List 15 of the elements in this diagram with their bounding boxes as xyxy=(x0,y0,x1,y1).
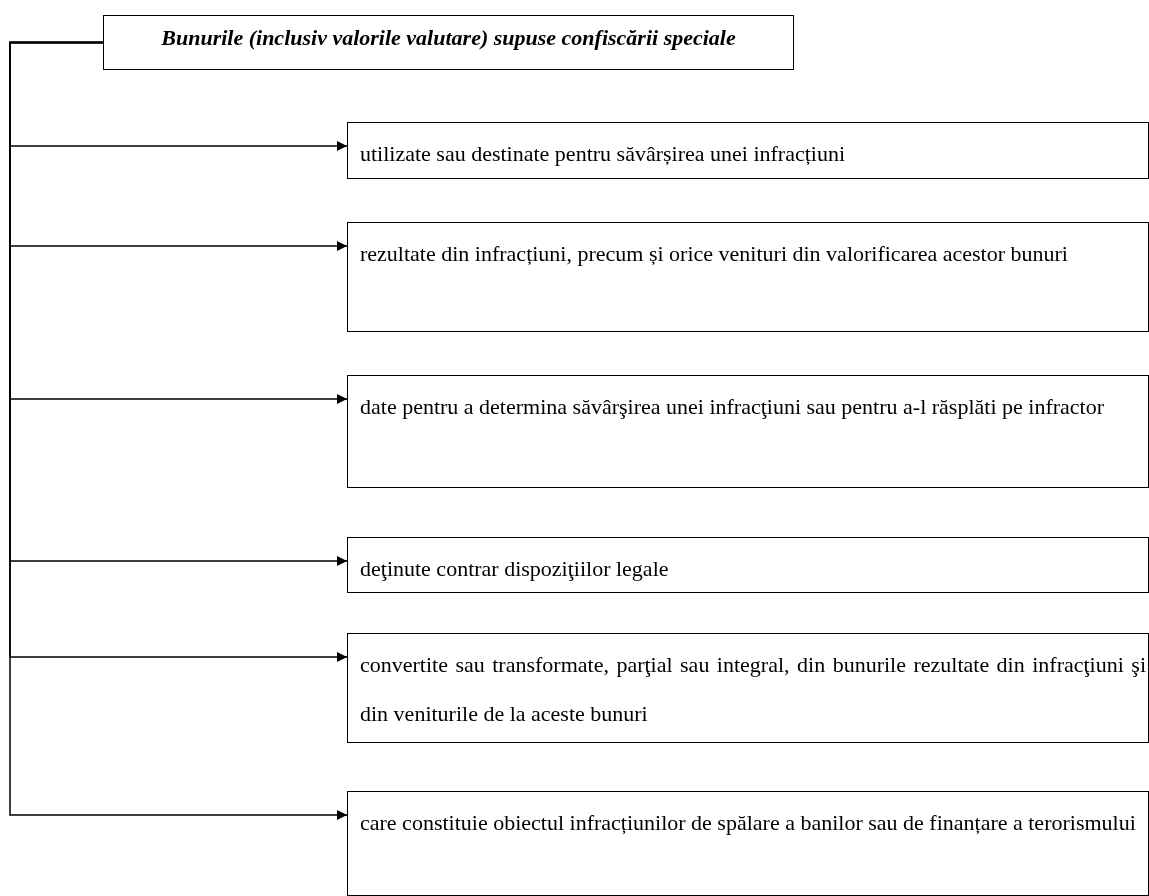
connector-arrow xyxy=(9,41,348,820)
category-box xyxy=(347,375,1149,488)
title-box xyxy=(103,15,794,70)
category-box xyxy=(347,791,1149,896)
box-text: convertite sau transformate, parţial sau integral, din bunurile rezultate din infracţiuni şi din veniturile de la aceste bunuri xyxy=(359,651,1147,728)
category-box xyxy=(347,222,1149,332)
box-text: Bunurile (inclusiv valorile valutare) supuse confiscării speciale xyxy=(160,24,737,51)
category-box xyxy=(347,537,1149,593)
category-box xyxy=(347,633,1149,743)
box-text: rezultate din infracțiuni, precum și orice venituri din valorificarea acestor bunuri xyxy=(359,240,1069,268)
box-text: date pentru a determina săvârşirea unei infracţiuni sau pentru a-l răsplăti pe infractor xyxy=(359,393,1105,421)
category-box xyxy=(347,122,1149,179)
box-text: deţinute contrar dispoziţiilor legale xyxy=(359,555,670,583)
box-text: care constituie obiectul infracțiunilor de spălare a banilor sau de finanțare a terorismului xyxy=(359,809,1137,837)
box-text: utilizate sau destinate pentru săvârșirea unei infracțiuni xyxy=(359,140,847,168)
